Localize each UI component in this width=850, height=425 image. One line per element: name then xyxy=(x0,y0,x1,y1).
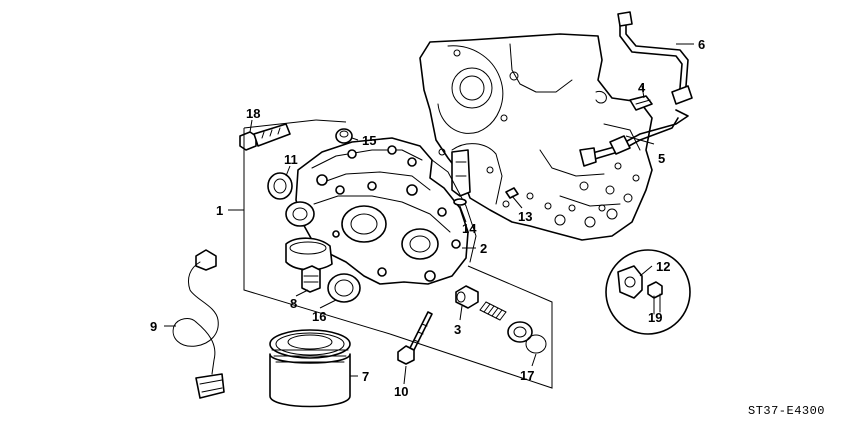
callout-9: 9 xyxy=(150,319,157,334)
assembly-boundary xyxy=(243,119,553,389)
dowel-pin xyxy=(453,198,467,206)
leader-lines xyxy=(164,43,694,385)
callout-18: 18 xyxy=(246,106,260,121)
lower-oil-pipe xyxy=(579,109,689,167)
oil-seal-ring xyxy=(267,172,293,200)
oil-fitting xyxy=(595,91,653,111)
callout-17: 17 xyxy=(520,368,534,383)
callout-12: 12 xyxy=(656,259,670,274)
callout-10: 10 xyxy=(394,384,408,399)
detail-inset xyxy=(605,249,691,335)
callout-11: 11 xyxy=(284,152,298,167)
oil-seal xyxy=(327,273,361,303)
strainer-cap xyxy=(301,265,321,293)
oil-pump-body xyxy=(285,137,477,285)
relief-valve xyxy=(455,285,479,309)
callout-2: 2 xyxy=(480,241,487,256)
upper-oil-pipe xyxy=(617,11,693,105)
callout-labels: 1 2 3 4 5 6 7 8 9 10 11 12 13 14 15 16 1… xyxy=(150,37,705,399)
callout-13: 13 xyxy=(518,209,532,224)
callout-5: 5 xyxy=(658,151,665,166)
engine-block xyxy=(419,33,653,241)
oil-filter xyxy=(269,329,351,408)
callout-16: 16 xyxy=(312,309,326,324)
callout-15: 15 xyxy=(362,133,376,148)
callout-6: 6 xyxy=(698,37,705,52)
callout-4: 4 xyxy=(638,80,646,95)
callout-3: 3 xyxy=(454,322,461,337)
callout-7: 7 xyxy=(362,369,369,384)
callout-19: 19 xyxy=(648,310,662,325)
callout-1: 1 xyxy=(216,203,223,218)
relief-spring xyxy=(479,301,507,321)
sealing-cap xyxy=(335,128,353,144)
dowel xyxy=(505,187,519,199)
callout-8: 8 xyxy=(290,296,297,311)
relief-plug xyxy=(507,321,533,343)
oil-pressure-switch xyxy=(172,249,225,399)
diagram-code: ST37-E4300 xyxy=(748,404,825,418)
mount-bolt xyxy=(397,311,433,365)
callout-14: 14 xyxy=(462,221,477,236)
o-ring xyxy=(525,334,547,354)
